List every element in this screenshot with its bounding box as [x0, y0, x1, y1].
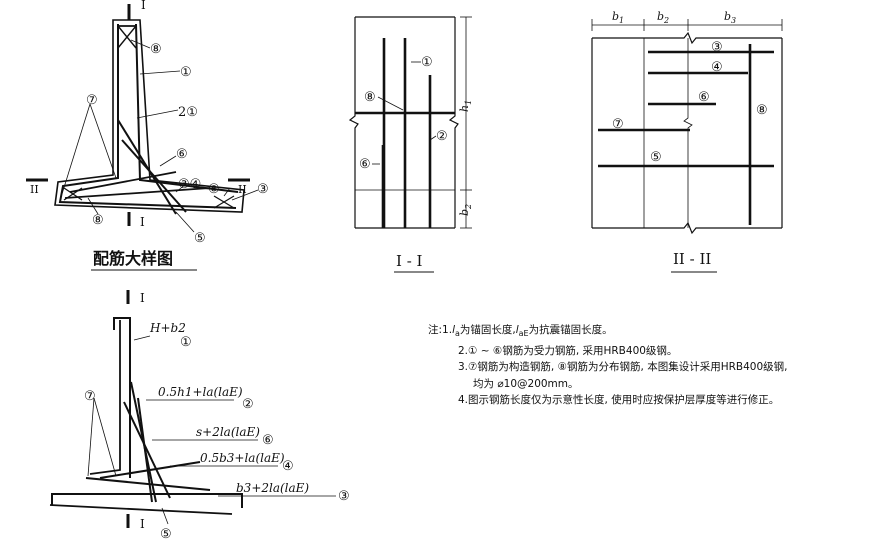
- length-bar1-text: H+b2: [149, 321, 186, 335]
- length-bar3-text: b3+2la(laE): [236, 481, 309, 495]
- length-label-2: ②: [242, 397, 254, 412]
- section1-label-1: ①: [421, 55, 433, 70]
- section2-label-8: ⑧: [756, 103, 768, 118]
- design-notes: 注:1.la为锚固长度,laE为抗震锚固长度。 2.① ~ ⑥钢筋为受力钢筋, …: [428, 322, 883, 409]
- length-label-6: ⑥: [262, 433, 274, 448]
- detail-label-8-left: ⑧: [92, 213, 104, 228]
- note-2: 2.① ~ ⑥钢筋为受力钢筋, 采用HRB400级钢。: [458, 344, 678, 357]
- section2-label-4: ④: [711, 60, 723, 75]
- note-4: 4.图示钢筋长度仅为示意性长度, 使用时应按保护层厚度等进行修正。: [458, 394, 780, 407]
- note-3: 3.⑦钢筋为构造钢筋, ⑧钢筋为分布钢筋, 本图集设计采用HRB400级钢,: [458, 361, 788, 374]
- stem-outline: [54, 19, 245, 213]
- length-bar4-text: 0.5b3+la(laE): [200, 451, 285, 465]
- section1-label-8: ⑧: [364, 90, 376, 105]
- detail-label-1: ①: [180, 65, 192, 80]
- section2-label-6: ⑥: [698, 90, 710, 105]
- length-section-mark-bottom: I: [140, 517, 145, 531]
- length-label-1: ①: [180, 335, 192, 350]
- detail-drawing: I I II II: [26, 0, 269, 271]
- length-label-7: ⑦: [84, 389, 96, 404]
- detail-label-2: 2①: [178, 105, 198, 120]
- section1-label-6: ⑥: [359, 157, 371, 172]
- detail-section-mark-top: I: [141, 0, 146, 12]
- detail-label-5: ⑤: [194, 231, 206, 246]
- section2-label-7: ⑦: [612, 117, 624, 132]
- length-section-mark-top: I: [140, 291, 145, 305]
- length-diagram: I I H+b2 0.5h1+la(laE) s+2la(laE) 0.5b3+: [49, 290, 350, 542]
- section2-dim-b2: b2: [657, 10, 669, 25]
- section1-title: I - I: [396, 252, 423, 270]
- detail-label-6: ⑥: [176, 147, 188, 162]
- length-label-3: ③: [338, 489, 350, 504]
- detail-section-mark-ii-left: II: [30, 183, 39, 196]
- section-1-1: h1 b2 ① ⑧ ② ⑥ I - I: [348, 16, 473, 273]
- detail-label-3-right: ③: [257, 182, 269, 197]
- detail-label-8-top: ⑧: [150, 42, 162, 57]
- note-1-prefix: 注:1.: [428, 324, 453, 336]
- length-bar2-text: 0.5h1+la(laE): [158, 385, 243, 399]
- section2-label-3: ③: [711, 40, 723, 55]
- detail-label-8-right: ⑧: [208, 182, 220, 197]
- note-1-a: 为锚固长度,: [459, 324, 516, 336]
- detail-label-3-4: ③④: [178, 177, 201, 192]
- length-label-4: ④: [282, 459, 294, 474]
- detail-title: 配筋大样图: [93, 249, 173, 268]
- note-1-b: 为抗震锚固长度。: [528, 324, 613, 336]
- section1-label-2: ②: [436, 129, 448, 144]
- detail-section-mark-bottom: I: [140, 215, 145, 229]
- section1-dim-h1: h1: [458, 100, 473, 112]
- note-3-cont: 均为 ⌀10@200mm。: [473, 377, 579, 390]
- length-bar6-text: s+2la(laE): [196, 425, 260, 439]
- note-1: 注:1.la为锚固长度,laE为抗震锚固长度。: [428, 324, 613, 339]
- detail-label-7: ⑦: [86, 93, 98, 108]
- section2-dim-b1: b1: [612, 10, 624, 25]
- section1-dim-b2: b2: [458, 204, 473, 216]
- section-2-2: b1 b2 b3 ③ ④ ⑥ ⑦ ⑤ ⑧ II - II: [591, 10, 783, 273]
- section2-dim-b3: b3: [724, 10, 736, 25]
- section2-label-5: ⑤: [650, 150, 662, 165]
- section2-title: II - II: [673, 250, 711, 268]
- length-label-5: ⑤: [160, 527, 172, 542]
